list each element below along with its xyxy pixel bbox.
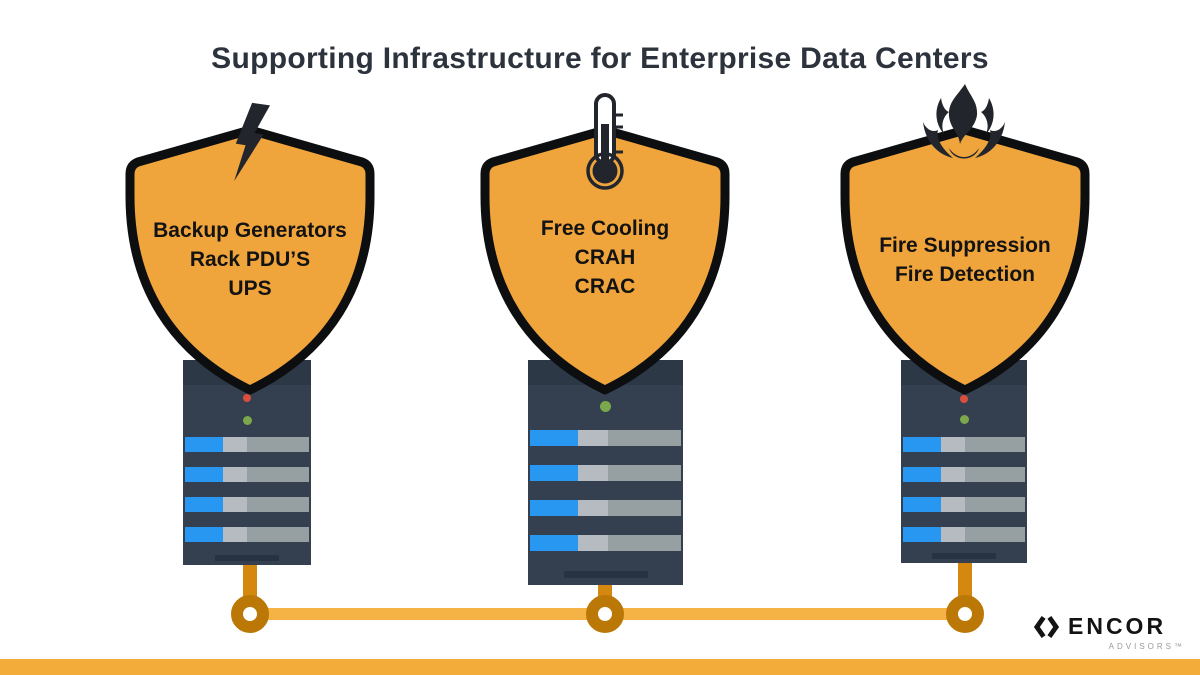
drive-row [530, 430, 681, 446]
brand-name: ENCOR [1068, 613, 1167, 639]
brand-chevrons-icon [1034, 615, 1059, 638]
drive-row [903, 437, 1025, 452]
drive-row [903, 497, 1025, 512]
connector-node [231, 595, 269, 633]
shield-shape [840, 125, 1090, 395]
rack-vent [563, 571, 648, 578]
server-rack-fire [901, 360, 1027, 563]
page-title: Supporting Infrastructure for Enterprise… [211, 42, 989, 75]
shield-label-power: Backup Generators Rack PDU’S UPS [130, 216, 370, 303]
shield-label-line: CRAH [574, 246, 636, 269]
shield-label-line: Rack PDU’S [189, 248, 311, 271]
shield-power [125, 125, 375, 395]
led-green [243, 416, 252, 425]
shield-label-line: Backup Generators [153, 219, 347, 242]
drive-row [185, 437, 309, 452]
brand-tagline: ADVISORS™ [1108, 642, 1185, 651]
bottom-accent-bar [0, 659, 1200, 675]
fire-icon [923, 84, 1005, 159]
server-rack-cooling [528, 360, 683, 585]
shield-label-line: Fire Detection [894, 263, 1036, 286]
shield-label-line: Free Cooling [540, 217, 670, 240]
drive-row [185, 467, 309, 482]
led-green [960, 415, 969, 424]
drive-row [903, 527, 1025, 542]
drive-row [530, 500, 681, 516]
thermometer-icon [586, 93, 624, 190]
drive-row [185, 527, 309, 542]
led-red [243, 394, 251, 402]
drive-row [530, 535, 681, 551]
connector-node [946, 595, 984, 633]
shield-label-line: UPS [228, 277, 272, 300]
led-green [600, 401, 611, 412]
shield-fire [840, 125, 1090, 395]
drive-row [185, 497, 309, 512]
rack-vent [932, 553, 996, 559]
brand-logo: ENCOR ADVISORS™ [1034, 613, 1186, 651]
shield-label-cooling: Free Cooling CRAH CRAC [485, 214, 725, 301]
shield-label-line: CRAC [574, 275, 636, 298]
shield-shape [125, 125, 375, 395]
lightning-bolt-icon [234, 102, 270, 182]
drive-row [903, 467, 1025, 482]
shield-label-fire: Fire Suppression Fire Detection [845, 231, 1085, 289]
drive-row [530, 465, 681, 481]
shield-cooling [480, 125, 730, 395]
shield-label-line: Fire Suppression [879, 234, 1051, 257]
rack-vent [215, 555, 279, 561]
shield-shape [480, 125, 730, 395]
led-red [960, 395, 968, 403]
connector-node [586, 595, 624, 633]
